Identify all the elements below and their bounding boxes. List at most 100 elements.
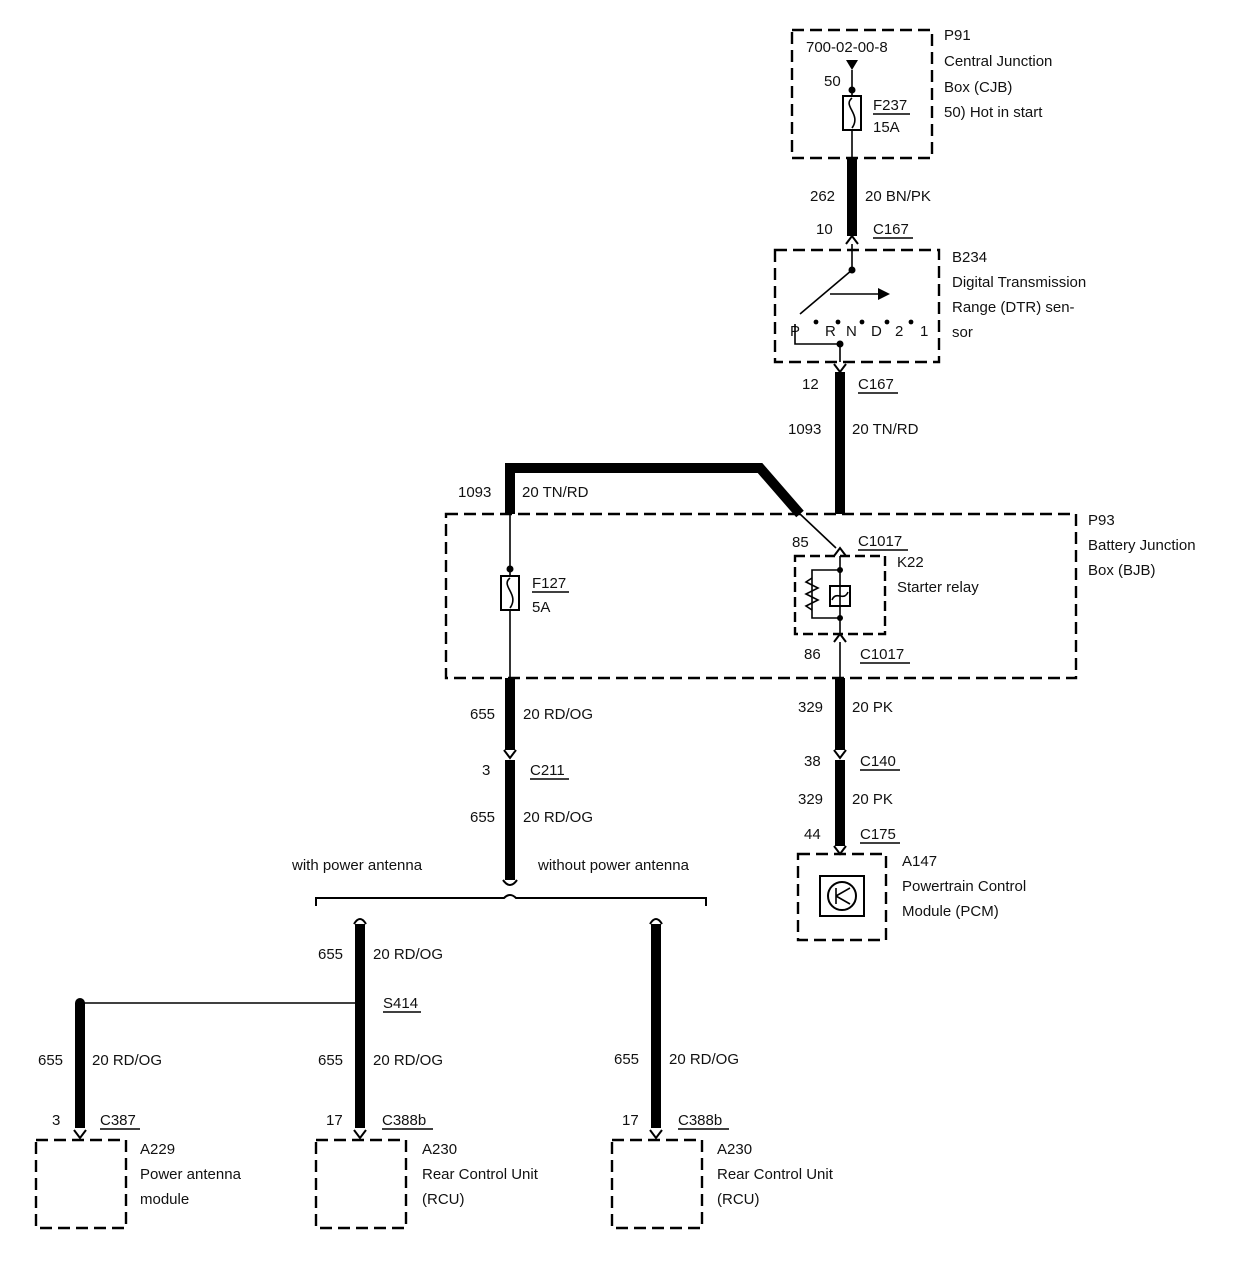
c387-label: C387: [100, 1112, 136, 1129]
p93-bjb-box: [444, 512, 1078, 680]
c211-pin: 3: [482, 762, 490, 779]
b234-name-line1: Digital Transmission: [952, 274, 1086, 291]
c167-bottom-pin: 12: [802, 376, 819, 393]
k22-name: Starter relay: [897, 579, 979, 596]
f237-fuse-icon: [842, 95, 862, 131]
c388b-left-pin: 17: [326, 1112, 343, 1129]
dtr-arrow-head-icon: [878, 288, 890, 300]
a229-name-line1: Power antenna: [140, 1166, 242, 1183]
c167-top-pin: 10: [816, 221, 833, 238]
a230-rcu-left-box: [314, 1138, 408, 1230]
f127-rating: 5A: [532, 599, 550, 616]
a147-name-line1: Powertrain Control: [902, 878, 1026, 895]
a230-left-name-line1: Rear Control Unit: [422, 1166, 539, 1183]
a230-rcu-right-box: [610, 1138, 704, 1230]
p91-name-line3: 50) Hot in start: [944, 104, 1043, 121]
dtr-pos-2: 2: [895, 323, 903, 340]
dtr-output-wire: [794, 324, 841, 362]
c387-pin: 3: [52, 1112, 60, 1129]
dtr-switch-arm: [799, 269, 853, 315]
circuit-329-upper-wire-spec: 20 PK: [852, 699, 893, 716]
circuit-655-rcu-number: 655: [318, 1052, 343, 1069]
circuit-655-lower-wire-spec: 20 RD/OG: [523, 809, 593, 826]
p91-name-line1: Central Junction: [944, 53, 1052, 70]
s414-label: S414: [383, 995, 418, 1012]
p93-id: P93: [1088, 512, 1115, 529]
circuit-329-lower-wire-spec: 20 PK: [852, 791, 893, 808]
circuit-329-upper-number: 329: [798, 699, 823, 716]
p93-name-line1: Battery Junction: [1088, 537, 1196, 554]
dtr-pos-d: D: [871, 323, 882, 340]
circuit-655-without-antenna-number: 655: [614, 1051, 639, 1068]
a230-right-name-line1: Rear Control Unit: [717, 1166, 834, 1183]
circuit-655-with-antenna-number: 655: [318, 946, 343, 963]
p91-part-number: 700-02-00-8: [806, 39, 888, 56]
a229-name-line2: module: [140, 1191, 189, 1208]
f237-id: F237: [873, 97, 907, 114]
a147-pcm-box: [796, 852, 888, 942]
c211-connector-icon: [503, 749, 517, 760]
circuit-262-wire-spec: 20 BN/PK: [865, 188, 931, 205]
c175-pin: 44: [804, 826, 821, 843]
dtr-pos-1: 1: [920, 323, 928, 340]
circuit-1093-number: 1093: [788, 421, 821, 438]
p91-pin: 50: [824, 73, 841, 90]
c167-top-connector-icon: [845, 234, 859, 245]
c1017-bottom-pin: 86: [804, 646, 821, 663]
circuit-329-lower-number: 329: [798, 791, 823, 808]
p91-id: P91: [944, 27, 971, 44]
a229-antenna-module-box: [34, 1138, 128, 1230]
bus-arrow-icon: [846, 60, 858, 70]
option-without-label: without power antenna: [537, 857, 690, 874]
k22-resistor-loop: [811, 569, 840, 619]
k22-resistor-icon: [804, 577, 820, 611]
p93-name-line2: Box (BJB): [1088, 562, 1156, 579]
c1017-bottom-label: C1017: [860, 646, 904, 663]
c167-bottom-connector-icon: [833, 363, 847, 374]
b234-name-line2: Range (DTR) sen-: [952, 299, 1075, 316]
k22-id: K22: [897, 554, 924, 571]
circuit-1093-branch-thin: [799, 513, 837, 549]
f127-fuse-icon: [500, 575, 520, 611]
p91-cjb-box: [790, 28, 934, 160]
option-without-break-icon: [649, 918, 663, 925]
circuit-655-antenna-module-number: 655: [38, 1052, 63, 1069]
c388b-left-connector-icon: [353, 1129, 367, 1140]
c388b-left-label: C388b: [382, 1112, 426, 1129]
dtr-pos-n: N: [846, 323, 857, 340]
circuit-655-with-antenna-wire-spec: 20 RD/OG: [373, 946, 443, 963]
b234-name-line3: sor: [952, 324, 973, 341]
a147-id: A147: [902, 853, 937, 870]
circuit-655-lower-number: 655: [470, 809, 495, 826]
c388b-right-label: C388b: [678, 1112, 722, 1129]
circuit-1093-branch-wire-spec: 20 TN/RD: [522, 484, 589, 501]
c387-connector-icon: [73, 1129, 87, 1140]
b234-id: B234: [952, 249, 987, 266]
circuit-655-antenna-module-wire-spec: 20 RD/OG: [92, 1052, 162, 1069]
circuit-262-number: 262: [810, 188, 835, 205]
dtr-pos-r: R: [825, 323, 836, 340]
circuit-1093-branch-number: 1093: [458, 484, 491, 501]
circuit-655-without-antenna-wire-spec: 20 RD/OG: [669, 1051, 739, 1068]
c167-top-label: C167: [873, 221, 909, 238]
b234-dtr-box: [773, 248, 941, 364]
c167-bottom-label: C167: [858, 376, 894, 393]
c140-connector-icon: [833, 749, 847, 760]
circuit-655-rcu-wire-spec: 20 RD/OG: [373, 1052, 443, 1069]
option-with-label: with power antenna: [291, 857, 423, 874]
c388b-right-connector-icon: [649, 1129, 663, 1140]
c1017-top-label: C1017: [858, 533, 902, 550]
a230-right-id: A230: [717, 1141, 752, 1158]
a230-left-name-line2: (RCU): [422, 1191, 465, 1208]
c140-pin: 38: [804, 753, 821, 770]
c211-label: C211: [530, 762, 565, 779]
c388b-right-pin: 17: [622, 1112, 639, 1129]
k22-coil-icon: [829, 585, 851, 607]
a230-right-name-line2: (RCU): [717, 1191, 760, 1208]
a229-id: A229: [140, 1141, 175, 1158]
option-split-bar: [315, 894, 707, 906]
c1017-bottom-connector-icon: [833, 632, 847, 643]
c1017-top-connector-icon: [833, 546, 847, 557]
c1017-top-pin: 85: [792, 534, 809, 551]
